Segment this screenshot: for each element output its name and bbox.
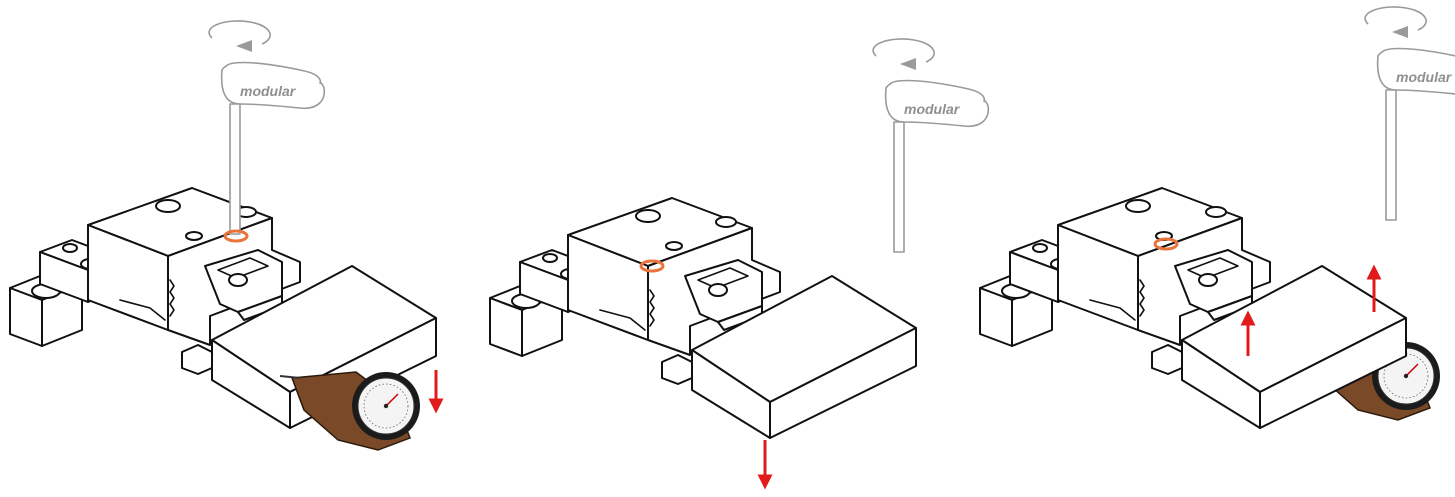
bolt-ring-highlight <box>639 259 665 273</box>
bolt-ring-highlight <box>223 229 249 243</box>
panel-step-1 <box>9 20 444 451</box>
t-handle-wrench <box>872 38 990 253</box>
t-handle-wrench <box>1364 6 1455 221</box>
panel-step-2 <box>489 38 1441 439</box>
panel-step-3 <box>979 6 1455 429</box>
bolt-ring-highlight <box>1153 237 1179 251</box>
vise-assembly <box>489 197 917 439</box>
